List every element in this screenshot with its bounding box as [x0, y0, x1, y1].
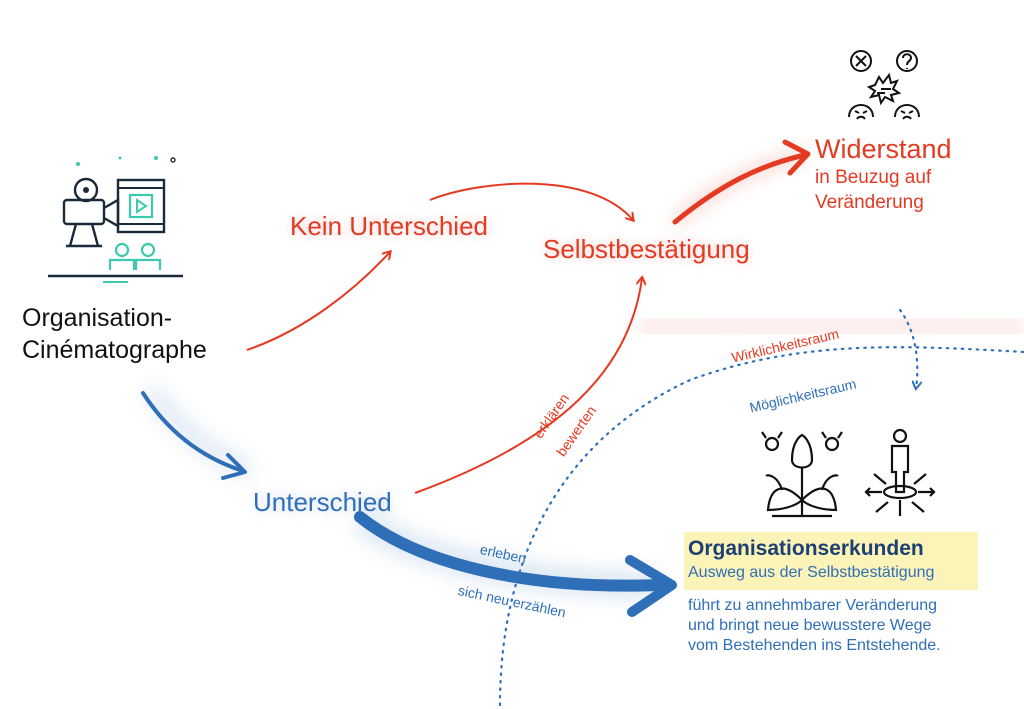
- target-desc-line1: führt zu annehmbarer Veränderung: [688, 597, 938, 614]
- node-kein-unterschied: Kein Unterschied: [290, 211, 488, 241]
- widerstand-line1: in Beuzug auf: [815, 167, 932, 188]
- node-unterschied: Unterschied: [253, 487, 392, 517]
- arrow-widerstand-head: [782, 139, 811, 176]
- arrow-source-to-kein: [246, 252, 390, 351]
- arrow-unterschied-to-selbst: [414, 278, 642, 494]
- film-projector-icon: [48, 150, 183, 290]
- source-label-line2: Cinématographe: [22, 336, 207, 364]
- target-highlight: [684, 532, 978, 590]
- conflict-faces-icon: [848, 50, 920, 120]
- arrow-erkunden-head: [625, 555, 677, 617]
- arrow-selbst-to-widerstand-glow: [670, 148, 807, 228]
- target-subtitle: Ausweg aus der Selbstbestätigung: [688, 564, 935, 581]
- target-block: Organisationserkunden Ausweg aus der Sel…: [688, 536, 941, 656]
- arrow-source-to-unterschied: [141, 391, 242, 472]
- person-directions-icon: [864, 428, 936, 516]
- widerstand-line2: Veränderung: [815, 192, 924, 213]
- arrow-selbst-to-widerstand: [672, 152, 808, 225]
- widerstand-title: Widerstand: [815, 134, 952, 164]
- target-desc-line2: und bringt neue bewusstere Wege: [688, 617, 932, 634]
- arrow-unterschied-to-erkunden: [354, 511, 666, 592]
- target-desc-line3: vom Bestehenden ins Entstehende.: [688, 637, 941, 654]
- source-label-line1: Organisation-: [22, 304, 173, 332]
- flowers-bees-icon: [761, 431, 843, 518]
- arrow-kein-to-selbst: [429, 182, 633, 220]
- node-selbstbestaetigung: Selbstbestätigung: [543, 234, 750, 264]
- source-label: Organisation- Cinématographe: [22, 302, 207, 366]
- arrow-unterschied-head: [221, 453, 247, 480]
- target-title: Organisationserkunden: [688, 537, 924, 560]
- reality-boundary-curve: [498, 346, 1024, 707]
- zone-dotted-arrow: [898, 308, 917, 388]
- widerstand-block: Widerstand in Beuzug auf Veränderung: [815, 133, 952, 215]
